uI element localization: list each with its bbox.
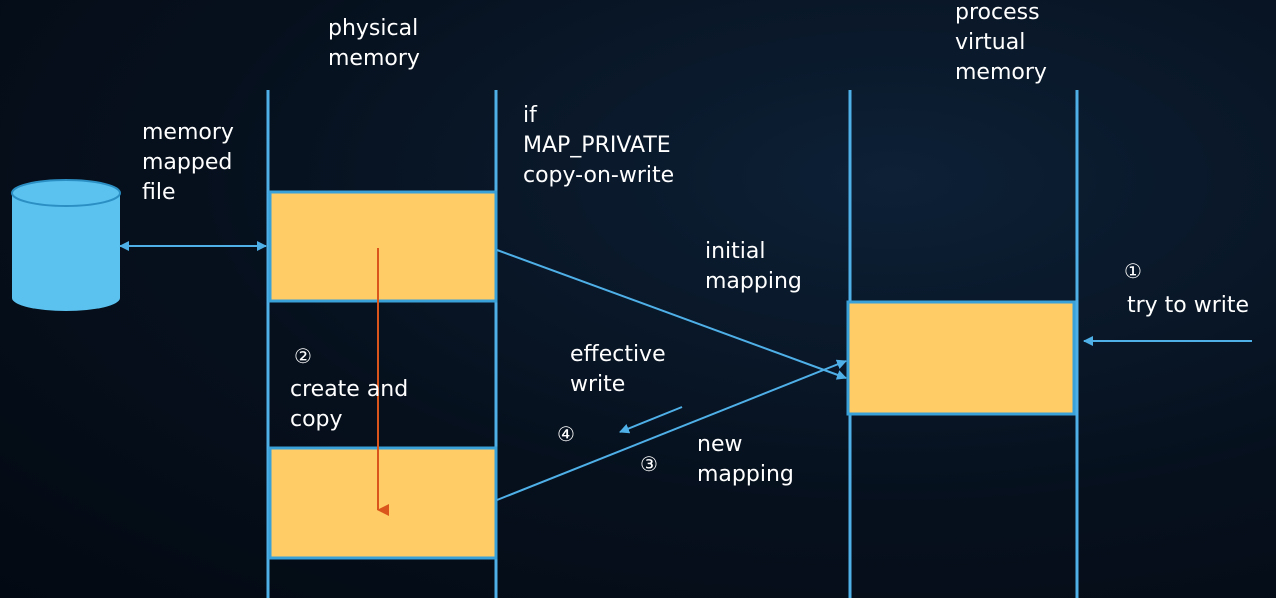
effective-write-label: effective write: [570, 342, 666, 397]
process-virtual-memory-label: process virtual memory: [955, 0, 1047, 85]
disk-cylinder-icon: [11, 179, 121, 311]
memory-mapped-file-label: memory mapped file: [142, 120, 234, 205]
effective-write-arrow: [619, 406, 683, 434]
try-to-write-label: try to write: [1127, 293, 1250, 318]
step-4-marker: ④: [557, 422, 575, 446]
step-1-marker: ①: [1124, 259, 1142, 283]
initial-mapping-arrow: [496, 249, 847, 380]
physical-page-copy: [268, 446, 498, 560]
new-mapping-label: new mapping: [697, 432, 794, 487]
physical-page-original: [268, 190, 498, 303]
new-mapping-arrow: [496, 359, 847, 501]
physical-memory-label: physical memory: [328, 16, 420, 71]
initial-mapping-label: initial mapping: [705, 239, 802, 294]
virtual-page: [846, 300, 1076, 416]
step-3-marker: ③: [640, 452, 658, 476]
map-private-note: if MAP_PRIVATE copy-on-write: [523, 103, 675, 188]
step-2-marker: ②: [294, 344, 312, 368]
create-and-copy-label: create and copy: [290, 377, 409, 432]
